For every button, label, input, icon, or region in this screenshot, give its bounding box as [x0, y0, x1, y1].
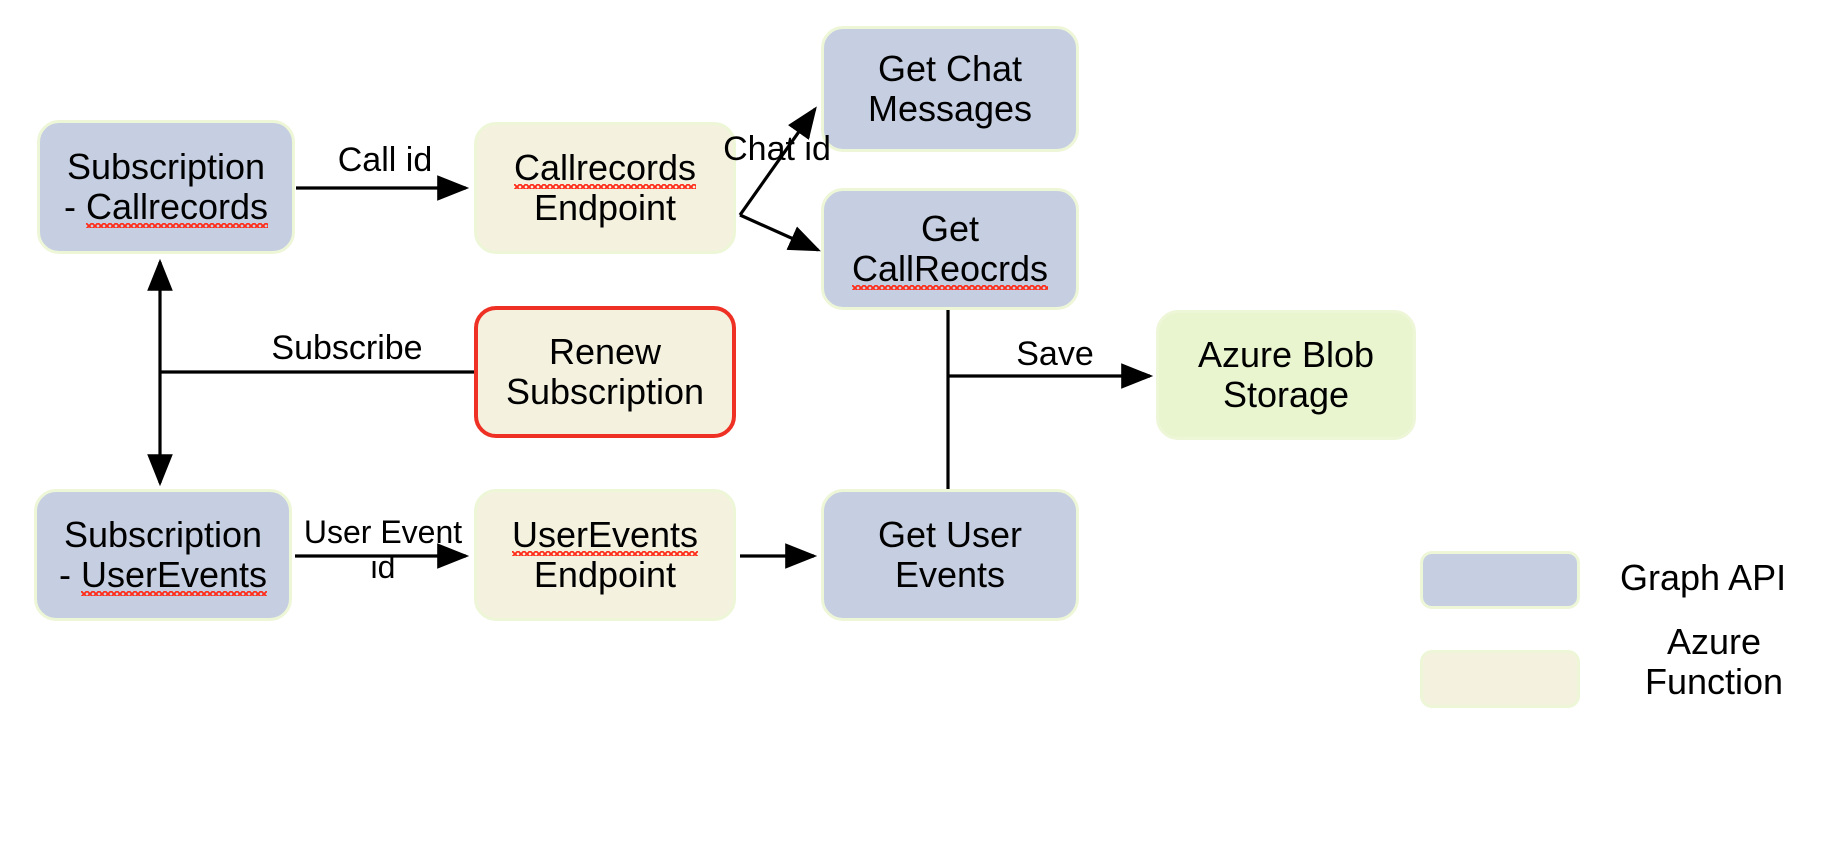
misspelled-word: UserEvents [511, 513, 699, 557]
misspelled-word: CallReocrds [851, 248, 1049, 291]
legend-swatch-azure-function [1420, 650, 1580, 708]
legend-swatch-graph-api [1420, 551, 1580, 609]
edge-label-save: Save [1016, 335, 1094, 373]
misspelled-word: UserEvents [80, 554, 268, 597]
node-subscription-userevents[interactable]: Subscription- UserEvents [34, 489, 292, 621]
edge-chatid-to-get-callrecords [739, 213, 821, 252]
node-label: Subscription- Callrecords [63, 145, 269, 229]
edge-label-chat-id: Chat id [723, 130, 831, 168]
node-subscription-callrecords[interactable]: Subscription- Callrecords [37, 120, 295, 254]
edge-label-call-id: Call id [337, 141, 433, 179]
misspelled-word: Callrecords [513, 146, 697, 190]
legend-label-azure-function: Azure Function [1644, 621, 1784, 703]
edge-label-subscribe: Subscribe [271, 329, 423, 367]
misspelled-word: Callrecords [85, 186, 269, 229]
edge-label-user-event-id: User Event id [303, 514, 463, 586]
legend-label-graph-api: Graph API [1620, 557, 1787, 598]
node-label: Subscription- UserEvents [58, 513, 268, 597]
